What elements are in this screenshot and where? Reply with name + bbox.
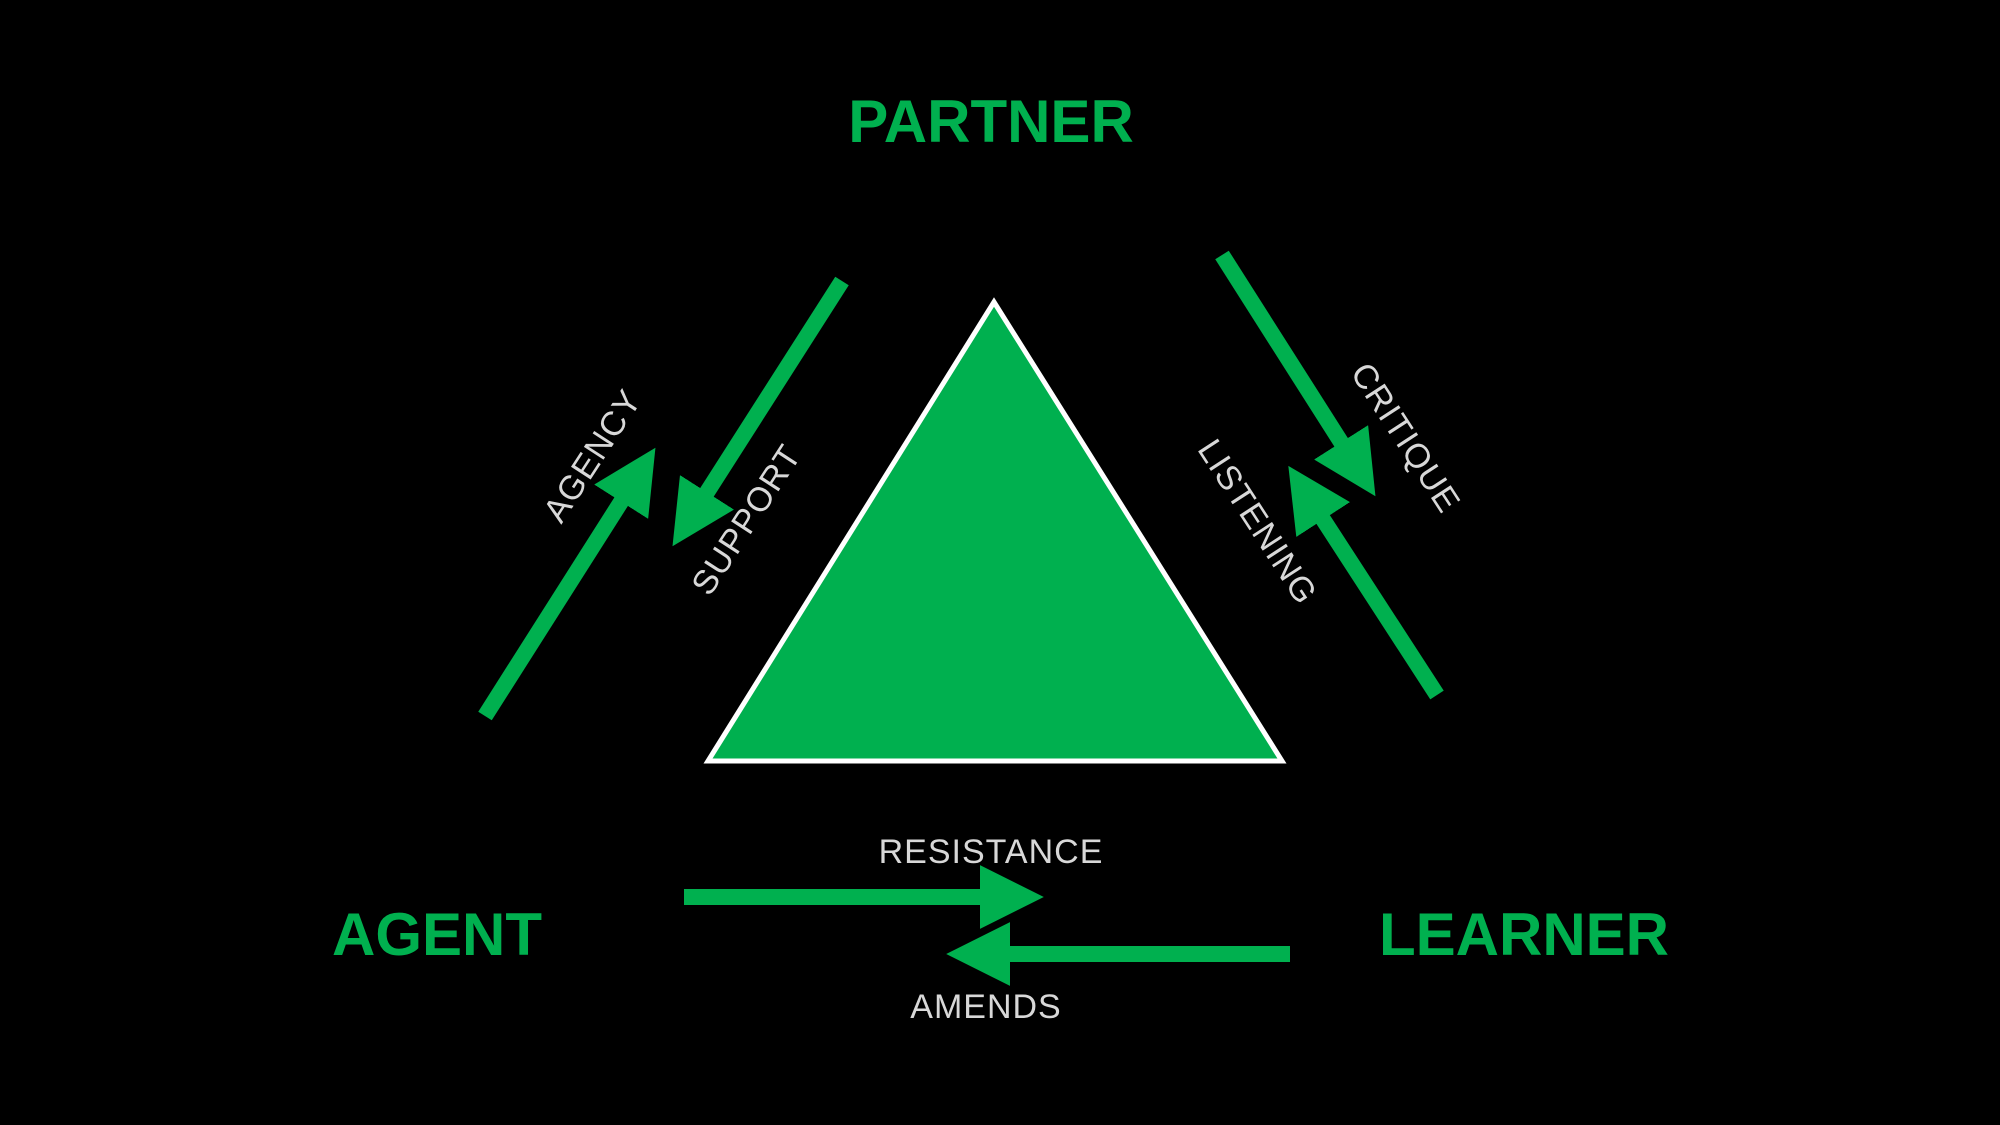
critique-arrow [1215,250,1376,497]
node-learner: LEARNER [1379,901,1669,968]
central-triangle [703,297,1287,764]
label-amends: AMENDS [910,988,1061,1026]
listening-arrow [1288,465,1444,700]
label-support: SUPPORT [684,438,809,602]
support-arrow [672,276,849,547]
label-resistance: RESISTANCE [879,833,1104,871]
node-partner: PARTNER [848,88,1134,155]
label-critique: CRITIQUE [1343,356,1468,520]
node-agent: AGENT [332,901,542,968]
label-listening: LISTENING [1190,433,1325,612]
agency-arrow [478,447,656,721]
label-agency: AGENCY [536,383,649,529]
